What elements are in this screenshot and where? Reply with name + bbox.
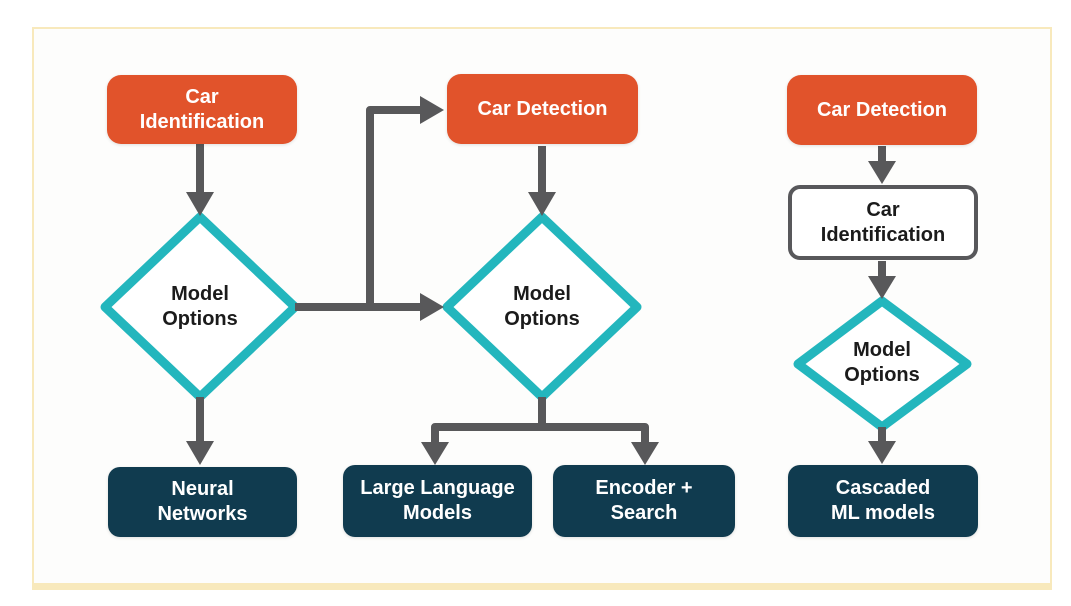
node-label-line: Car Detection <box>477 97 608 120</box>
node-label-line: Car Detection <box>816 98 948 121</box>
node-model-options-left: Model Options <box>130 282 270 332</box>
node-label-line: Encoder + <box>595 477 693 499</box>
node-model-options-right: Model Options <box>812 338 952 388</box>
arrow-mid-options-split <box>431 423 649 446</box>
node-large-language-models: Large Language Models <box>343 465 532 537</box>
arrowhead <box>421 442 449 465</box>
arrowhead <box>420 96 444 124</box>
node-label-line: Models <box>403 502 472 524</box>
node-label-line: Car <box>185 85 219 108</box>
node-label-line: Cascaded <box>835 477 931 499</box>
node-label-line: Options <box>162 308 238 330</box>
arrowhead <box>868 161 896 184</box>
arrowhead <box>868 441 896 464</box>
node-model-options-middle: Model Options <box>472 282 612 332</box>
node-car-identification-right: Car Identification <box>788 185 978 260</box>
node-label-line: Options <box>504 308 580 330</box>
arrowhead <box>868 276 896 299</box>
node-label-line: Networks <box>157 503 248 525</box>
node-label-line: Model <box>171 283 229 305</box>
node-label-line: Large Language <box>360 477 515 499</box>
node-label-line: ML models <box>830 502 936 524</box>
node-label-line: Car <box>866 198 900 221</box>
node-label-line: Identification <box>139 110 265 133</box>
node-label-line: Search <box>610 502 678 524</box>
node-cascaded-ml-models: Cascaded ML models <box>788 465 978 537</box>
node-label-line: Neural <box>171 478 234 500</box>
arrowhead <box>528 192 556 216</box>
node-neural-networks: Neural Networks <box>108 467 297 537</box>
arrowhead <box>631 442 659 465</box>
node-label-line: Options <box>844 364 920 386</box>
arrowhead <box>186 441 214 465</box>
arrowhead <box>420 293 444 321</box>
node-car-detection-right: Car Detection <box>787 75 977 145</box>
node-car-identification-left: Car Identification <box>107 75 297 144</box>
node-label-line: Identification <box>820 223 946 246</box>
arrow-left-options-to-mid-detection <box>366 106 424 307</box>
arrowhead <box>186 192 214 216</box>
node-car-detection-middle: Car Detection <box>447 74 638 144</box>
node-encoder-search: Encoder + Search <box>553 465 735 537</box>
node-label-line: Model <box>853 339 911 361</box>
node-label-line: Model <box>513 283 571 305</box>
